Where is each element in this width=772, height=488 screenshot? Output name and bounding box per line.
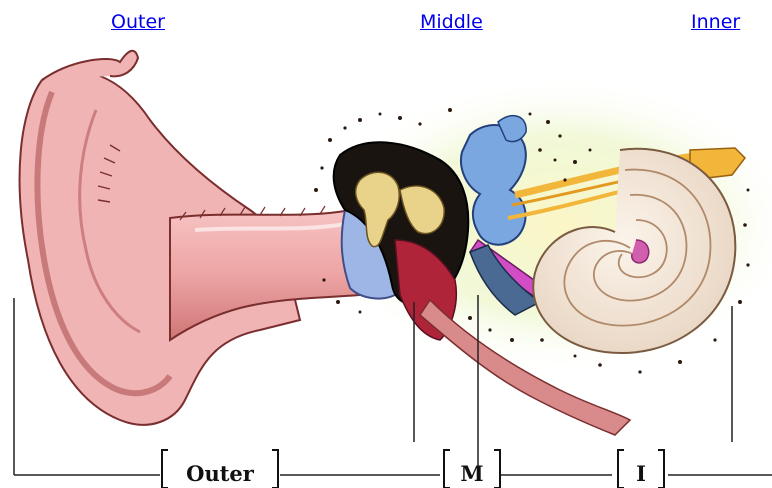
ear-anatomy-diagram: Outer M I [0, 40, 772, 488]
inner-ear-link[interactable]: Inner [691, 10, 740, 34]
bracket-label-outer: Outer [186, 461, 255, 486]
outer-ear-link[interactable]: Outer [111, 10, 165, 34]
bracket-label-middle: M [460, 461, 483, 486]
middle-ear-link[interactable]: Middle [420, 10, 483, 34]
bracket-label-inner: I [636, 461, 646, 486]
